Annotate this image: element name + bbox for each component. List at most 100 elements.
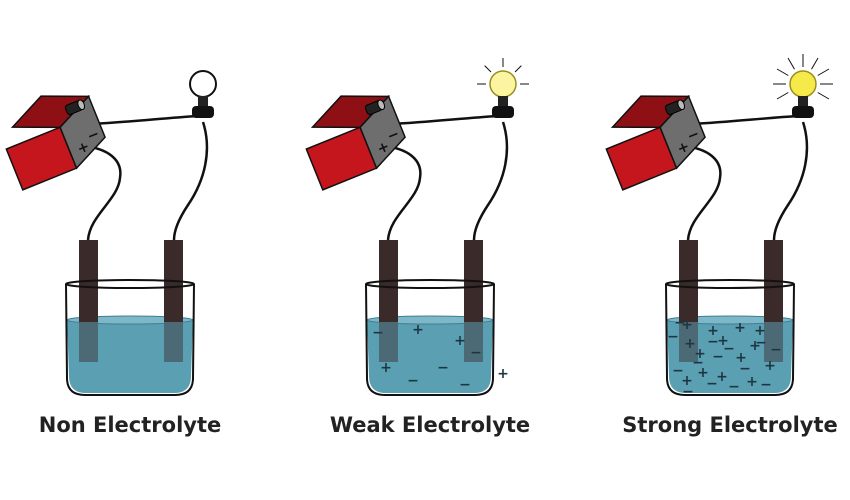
anion: − (755, 335, 767, 351)
cation: + (684, 336, 696, 352)
light-ray (484, 65, 492, 73)
wire-battery-to-electrode (681, 144, 722, 241)
negative-terminal-label: − (685, 126, 702, 145)
panel-caption: Weak Electrolyte (330, 413, 530, 437)
anion: − (674, 315, 686, 331)
cation: + (764, 358, 776, 374)
solution (367, 320, 493, 393)
positive-terminal-label: + (375, 138, 392, 157)
light-ray (787, 57, 795, 70)
cation: + (716, 369, 728, 385)
cation: + (749, 338, 761, 354)
light-ray (817, 68, 830, 76)
anion: − (712, 349, 724, 365)
bulb-socket (192, 106, 214, 118)
cation: + (697, 365, 709, 381)
cation: + (717, 333, 729, 349)
negative-terminal-label: − (85, 126, 102, 145)
cation: + (681, 317, 693, 333)
wire-battery-to-bulb (91, 114, 199, 126)
anion: − (707, 334, 719, 350)
panel-3: ++++++++++++++−−−−−−−−−−−−−−+−Strong Ele… (605, 54, 838, 437)
cation: + (497, 366, 509, 382)
beaker-rim (65, 279, 195, 289)
battery-terminal-cap (677, 99, 686, 111)
anion: − (706, 376, 718, 392)
cation: + (380, 360, 392, 376)
light-ray (817, 92, 830, 100)
anion: − (672, 363, 684, 379)
light-bulb (189, 70, 217, 118)
battery: +− (605, 95, 706, 191)
left-electrode-submerged (379, 322, 398, 362)
wire-battery-to-electrode (81, 144, 122, 241)
anion: − (407, 373, 419, 389)
panel-caption: Non Electrolyte (39, 413, 222, 437)
battery-terminal-cap (377, 99, 386, 111)
cation: + (412, 322, 424, 338)
light-ray (776, 92, 789, 100)
light-ray (811, 57, 819, 70)
cation: + (681, 373, 693, 389)
beaker (665, 283, 795, 396)
wire-battery-to-bulb (391, 114, 499, 126)
anion: − (692, 355, 704, 371)
anion: − (760, 377, 772, 393)
bulb-socket (492, 106, 514, 118)
beaker-rim (665, 279, 795, 289)
wire-battery-to-electrode (381, 144, 422, 241)
cation: + (735, 350, 747, 366)
bulb-socket (792, 106, 814, 118)
anion: − (739, 361, 751, 377)
anion: − (682, 384, 694, 400)
panel-2: ++++−−−−−+−Weak Electrolyte (305, 58, 530, 437)
left-electrode-submerged (679, 322, 698, 362)
panel-caption: Strong Electrolyte (622, 413, 837, 437)
cation: + (454, 333, 466, 349)
left-electrode-submerged (79, 322, 98, 362)
solution (667, 320, 793, 393)
bulb-glass (189, 70, 217, 98)
anion: − (459, 377, 471, 393)
cation: + (754, 323, 766, 339)
bulb-glass (789, 70, 817, 98)
right-electrode-submerged (464, 322, 483, 362)
wire-bulb-to-electrode (172, 121, 209, 241)
right-electrode-submerged (764, 322, 783, 362)
beaker-rim (365, 279, 495, 289)
beaker (65, 283, 195, 396)
anion: − (372, 325, 384, 341)
light-ray (776, 68, 789, 76)
panel-1: +− Non Electrolyte (5, 70, 222, 437)
bulb-neck (498, 96, 508, 106)
beaker (365, 283, 495, 396)
wire-bulb-to-electrode (472, 121, 509, 241)
anion: − (728, 379, 740, 395)
negative-terminal-label: − (385, 126, 402, 145)
light-bulb (773, 54, 833, 118)
right-electrode-submerged (164, 322, 183, 362)
cation: + (707, 323, 719, 339)
anion: − (723, 341, 735, 357)
positive-terminal-label: + (75, 138, 92, 157)
anion: − (770, 342, 782, 358)
positive-terminal-label: + (675, 138, 692, 157)
bulb-glass (489, 70, 517, 98)
cation: + (694, 346, 706, 362)
anion: − (437, 360, 449, 376)
bulb-neck (798, 96, 808, 106)
solution (67, 320, 193, 393)
cation: + (746, 374, 758, 390)
bulb-neck (198, 96, 208, 106)
battery-terminal-cap (77, 99, 86, 111)
anion: − (470, 345, 482, 361)
wire-bulb-to-electrode (772, 121, 809, 241)
wire-battery-to-bulb (691, 114, 799, 126)
light-bulb (477, 58, 529, 118)
light-ray (514, 65, 522, 73)
battery: +− (305, 95, 406, 191)
battery: +− (5, 95, 106, 191)
cation: + (734, 320, 746, 336)
anion: − (667, 329, 679, 345)
